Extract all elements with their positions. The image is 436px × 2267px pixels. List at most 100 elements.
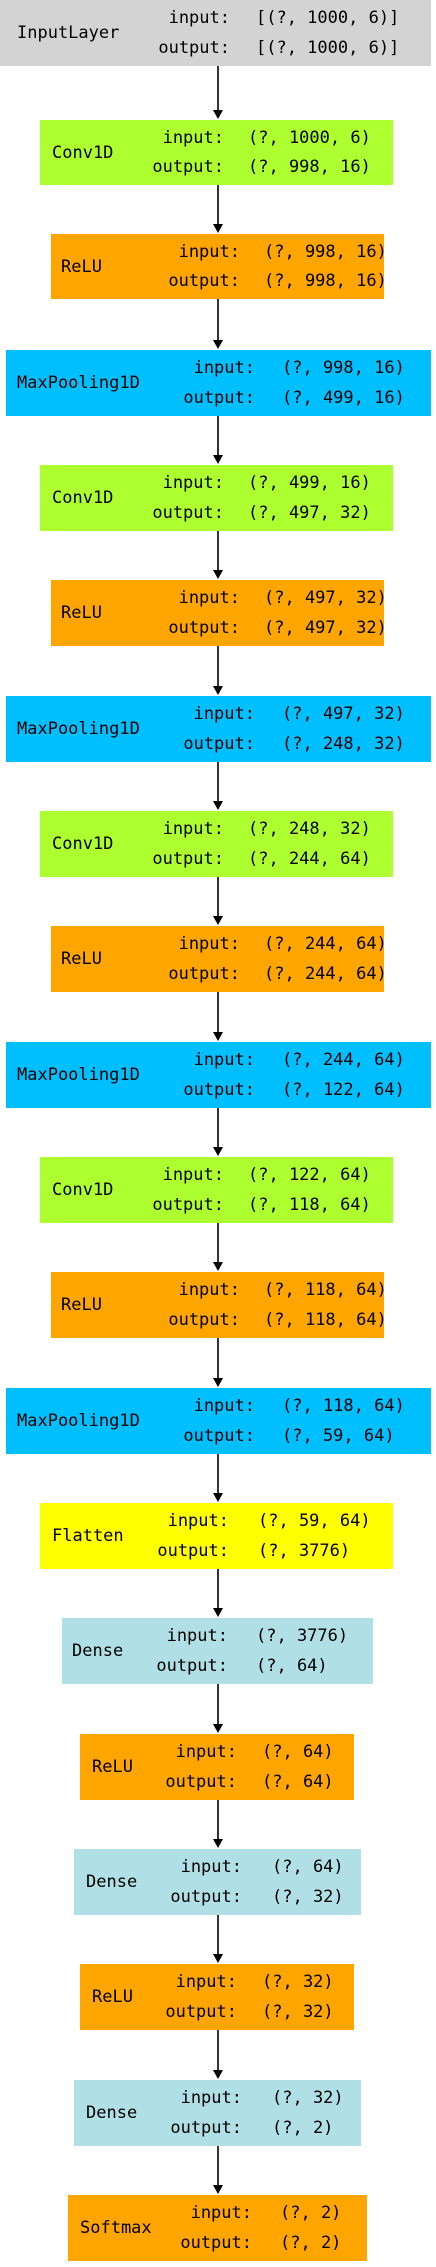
edge-arrow-head bbox=[213, 686, 223, 695]
output-label: output: bbox=[180, 2233, 252, 2254]
output-label: output: bbox=[168, 618, 240, 639]
output-shape: (?, 998, 16) bbox=[248, 157, 371, 178]
output-shape: (?, 244, 64) bbox=[248, 849, 371, 870]
input-label: input: bbox=[168, 7, 230, 28]
output-shape: (?, 32) bbox=[262, 2002, 334, 2023]
layer-name: Conv1D bbox=[52, 834, 114, 854]
output-label: output: bbox=[183, 734, 255, 755]
edge-arrow-head bbox=[213, 455, 223, 464]
edge-arrow-head bbox=[213, 1954, 223, 1963]
edge-arrow-head bbox=[213, 1724, 223, 1733]
output-shape: (?, 118, 64) bbox=[264, 1310, 387, 1331]
output-shape: (?, 32) bbox=[272, 1887, 344, 1908]
output-label: output: bbox=[157, 1541, 229, 1562]
edge-arrow-head bbox=[213, 1262, 223, 1271]
input-shape: (?, 499, 16) bbox=[248, 472, 371, 493]
input-label: input: bbox=[178, 933, 240, 954]
output-shape: (?, 497, 32) bbox=[264, 618, 387, 639]
input-shape: (?, 998, 16) bbox=[264, 241, 387, 262]
input-shape: (?, 118, 64) bbox=[264, 1279, 387, 1300]
edge-arrow-head bbox=[213, 1608, 223, 1617]
output-shape: (?, 499, 16) bbox=[282, 388, 405, 409]
output-shape: (?, 3776) bbox=[258, 1541, 351, 1562]
layer-name: ReLU bbox=[92, 1987, 133, 2007]
input-label: input: bbox=[193, 1049, 255, 1070]
output-label: output: bbox=[168, 964, 240, 985]
layer-name: ReLU bbox=[61, 256, 102, 277]
input-label: input: bbox=[193, 703, 255, 724]
input-shape: (?, 32) bbox=[262, 1971, 334, 1992]
layer-name: MaxPooling1D bbox=[17, 719, 140, 739]
input-label: input: bbox=[178, 241, 240, 262]
output-shape: (?, 998, 16) bbox=[264, 271, 387, 292]
input-shape: (?, 59, 64) bbox=[258, 1510, 371, 1531]
output-shape: (?, 244, 64) bbox=[264, 964, 387, 985]
output-label: output: bbox=[165, 2002, 237, 2023]
layer-node-inputlayer: InputLayer input: [(?, 1000, 6)] output: [(?… bbox=[0, 0, 431, 66]
input-shape: (?, 118, 64) bbox=[282, 1395, 405, 1416]
input-shape: (?, 244, 64) bbox=[282, 1049, 405, 1070]
edge-arrow-head bbox=[213, 1493, 223, 1502]
layer-name: Conv1D bbox=[52, 142, 114, 163]
output-label: output: bbox=[183, 1080, 255, 1101]
layer-name: MaxPooling1D bbox=[17, 1065, 140, 1085]
input-shape: [(?, 1000, 6)] bbox=[256, 7, 400, 28]
input-label: input: bbox=[166, 1625, 228, 1646]
input-shape: (?, 2) bbox=[280, 2202, 342, 2223]
edge-arrow-head bbox=[213, 2185, 223, 2194]
edge-arrow-head bbox=[213, 110, 223, 119]
input-shape: (?, 3776) bbox=[256, 1625, 349, 1646]
layer-name: Dense bbox=[72, 1641, 124, 1661]
input-shape: (?, 32) bbox=[272, 2087, 344, 2108]
output-label: output: bbox=[183, 1426, 255, 1447]
input-shape: (?, 1000, 6) bbox=[248, 127, 371, 148]
input-label: input: bbox=[180, 2087, 242, 2108]
input-label: input: bbox=[180, 1856, 242, 1877]
output-shape: (?, 122, 64) bbox=[282, 1080, 405, 1101]
output-label: output: bbox=[168, 1310, 240, 1331]
edge-arrow-head bbox=[213, 1839, 223, 1848]
input-shape: (?, 998, 16) bbox=[282, 357, 405, 378]
output-label: output: bbox=[183, 388, 255, 409]
input-label: input: bbox=[178, 587, 240, 608]
output-label: output: bbox=[152, 157, 224, 178]
output-label: output: bbox=[158, 38, 230, 59]
input-label: input: bbox=[193, 1395, 255, 1416]
edge-arrow-head bbox=[213, 340, 223, 349]
layer-name: Flatten bbox=[52, 1526, 124, 1546]
output-label: output: bbox=[165, 1772, 237, 1793]
input-label: input: bbox=[162, 1164, 224, 1185]
edge-arrow-head bbox=[213, 570, 223, 579]
layer-name: InputLayer bbox=[17, 23, 120, 43]
layer-name: ReLU bbox=[61, 603, 102, 623]
layer-name: Dense bbox=[86, 2103, 138, 2123]
input-label: input: bbox=[175, 1741, 237, 1762]
output-label: output: bbox=[152, 1195, 224, 1216]
edge-arrow-head bbox=[213, 1032, 223, 1041]
output-shape: (?, 118, 64) bbox=[248, 1195, 371, 1216]
layer-name: ReLU bbox=[61, 1295, 102, 1315]
layer-name: Softmax bbox=[80, 2218, 152, 2238]
input-shape: (?, 248, 32) bbox=[248, 818, 371, 839]
output-label: output: bbox=[170, 2118, 242, 2139]
layer-name: Conv1D bbox=[52, 488, 114, 508]
output-shape: (?, 64) bbox=[256, 1656, 328, 1677]
edge-arrow-head bbox=[213, 916, 223, 925]
output-shape: [(?, 1000, 6)] bbox=[256, 38, 400, 59]
